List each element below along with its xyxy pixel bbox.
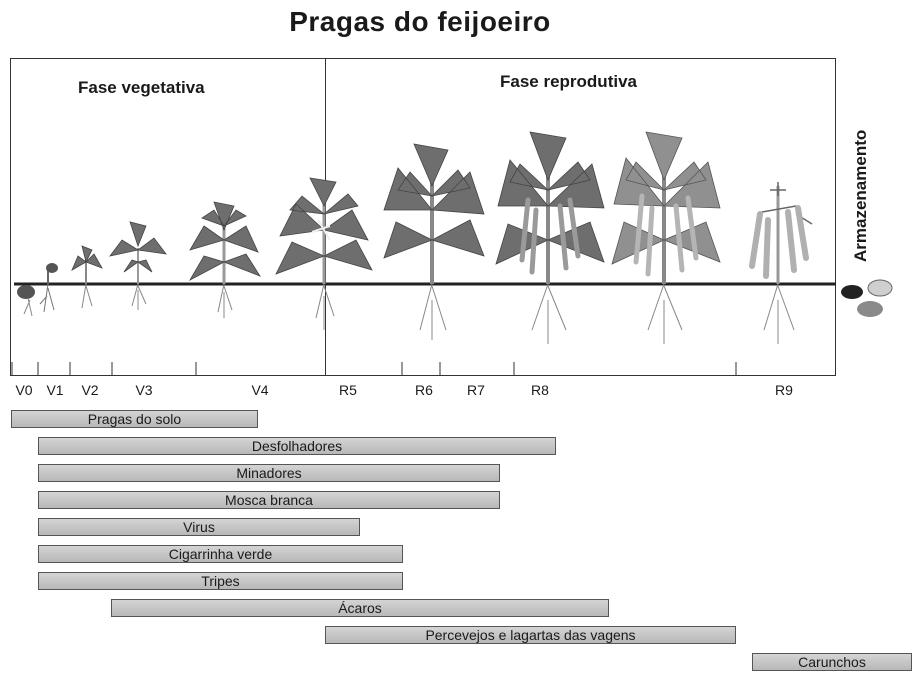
plant-r9 [749, 182, 813, 344]
pest-bar-minadores: Minadores [38, 464, 500, 482]
stage-ticks [11, 362, 737, 376]
plant-v0 [17, 285, 35, 317]
plant-v3 [109, 221, 167, 310]
plant-r6 [383, 143, 485, 340]
stage-label-r8: R8 [531, 382, 549, 398]
pest-bar-desfolhadores: Desfolhadores [38, 437, 556, 455]
diagram-title: Pragas do feijoeiro [289, 6, 551, 37]
pest-bar-label: Mosca branca [225, 492, 313, 508]
phase-vegetative-label: Fase vegetativa [78, 78, 205, 97]
pest-bar-mosca-branca: Mosca branca [38, 491, 500, 509]
pest-bar-label: Percevejos e lagartas das vagens [425, 627, 636, 643]
plant-illustrations [11, 131, 893, 376]
stage-label-r7: R7 [467, 382, 485, 398]
pest-bar-label: Ácaros [338, 600, 382, 616]
stage-label-r5: R5 [339, 382, 357, 398]
pest-bar-percevejos-e-lagartas-das-vagens: Percevejos e lagartas das vagens [325, 626, 736, 644]
pest-bar-label: Desfolhadores [251, 438, 343, 454]
stored-seeds-icon [841, 279, 893, 317]
pest-bar-tripes: Tripes [38, 572, 403, 590]
stage-label-v0: V0 [15, 382, 33, 398]
plant-r8-late [611, 131, 721, 344]
plant-v4 [188, 201, 261, 318]
stage-label-v1: V1 [46, 382, 64, 398]
stage-label-r6: R6 [415, 382, 433, 398]
pest-bar-label: Tripes [201, 573, 240, 589]
pest-bar-pragas-do-solo: Pragas do solo [11, 410, 258, 428]
phase-reproductive-label: Fase reprodutiva [500, 72, 637, 91]
pest-bar-label: Virus [183, 519, 215, 535]
plant-r5 [275, 177, 373, 330]
pest-bar-label: Minadores [236, 465, 302, 481]
pest-bar-label: Carunchos [798, 654, 866, 670]
plant-r8 [495, 131, 605, 344]
pest-bar-cigarrinha-verde: Cigarrinha verde [38, 545, 403, 563]
growth-stages-frame [10, 58, 836, 376]
pest-bar-label: Cigarrinha verde [168, 546, 273, 562]
pest-bar-virus: Virus [38, 518, 360, 536]
pest-bar-ácaros: Ácaros [111, 599, 609, 617]
stage-label-v3: V3 [135, 382, 153, 398]
plant-v1 [39, 263, 58, 313]
pest-bar-label: Pragas do solo [87, 411, 182, 427]
stage-label-r9: R9 [775, 382, 793, 398]
plant-v2 [71, 245, 103, 309]
stage-label-v2: V2 [81, 382, 99, 398]
pest-bar-carunchos: Carunchos [752, 653, 912, 671]
stage-label-v4: V4 [251, 382, 269, 398]
